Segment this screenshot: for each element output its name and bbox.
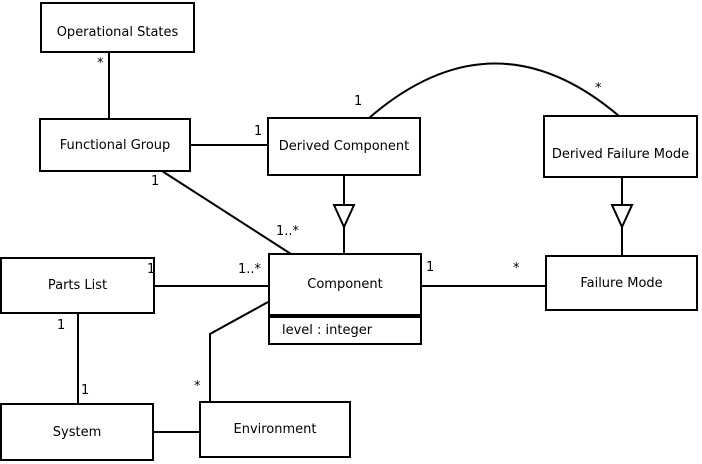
multiplicity-label-parts-list-bottom-end: 1 bbox=[57, 318, 66, 333]
multiplicity-label-arc-derived-component-end: 1 bbox=[354, 94, 363, 109]
multiplicity-label-arc-derived-failure-mode-end: * bbox=[595, 81, 602, 96]
class-name: Derived Component bbox=[278, 139, 410, 154]
class-name: Environment bbox=[233, 422, 317, 437]
class-box-derived-component: Derived Component bbox=[267, 117, 421, 176]
edge-environment-component bbox=[209, 301, 269, 402]
multiplicity-label-derived-component-end: 1 bbox=[254, 124, 263, 139]
class-box-parts-list: Parts List bbox=[0, 257, 155, 314]
edge-derived-component-derived-failure-mode-arc bbox=[368, 62, 620, 119]
multiplicity-label-environment-end: * bbox=[194, 379, 201, 394]
class-attribute: level : integer bbox=[282, 323, 373, 338]
edge-functional-group-component bbox=[161, 170, 292, 255]
class-name: Derived Failure Mode bbox=[551, 146, 690, 162]
class-name: Component bbox=[307, 277, 383, 292]
multiplicity-label-functional-group-end: 1 bbox=[151, 174, 160, 189]
class-box-operational-states: Operational States bbox=[40, 2, 195, 53]
class-name: Operational States bbox=[56, 25, 179, 40]
class-box-component: Component bbox=[268, 253, 422, 316]
class-name: Parts List bbox=[47, 278, 108, 293]
generalization-triangle-derived-failure-mode-icon bbox=[610, 204, 634, 230]
generalization-triangle-derived-component-icon bbox=[332, 204, 356, 230]
multiplicity-label-failure-mode-end: * bbox=[513, 261, 520, 276]
multiplicity-label-component-right-end: 1 bbox=[426, 260, 435, 275]
multiplicity-label-system-end: 1 bbox=[81, 383, 90, 398]
class-attribute-compartment-component: level : integer bbox=[268, 316, 422, 345]
class-box-functional-group: Functional Group bbox=[39, 118, 191, 172]
multiplicity-label-parts-list-end: 1 bbox=[147, 262, 156, 277]
class-box-environment: Environment bbox=[199, 401, 351, 458]
class-box-derived-failure-mode: Derived Failure Mode bbox=[543, 115, 698, 178]
multiplicity-label-component-left-end: 1..* bbox=[238, 262, 262, 277]
class-name: Functional Group bbox=[59, 137, 171, 153]
multiplicity-label-operational-states-end: * bbox=[97, 56, 104, 71]
multiplicity-label-component-top-end: 1..* bbox=[276, 224, 300, 239]
class-name: Failure Mode bbox=[580, 275, 663, 291]
class-box-system: System bbox=[0, 403, 154, 461]
class-name: System bbox=[52, 424, 102, 440]
class-box-failure-mode: Failure Mode bbox=[545, 255, 698, 311]
